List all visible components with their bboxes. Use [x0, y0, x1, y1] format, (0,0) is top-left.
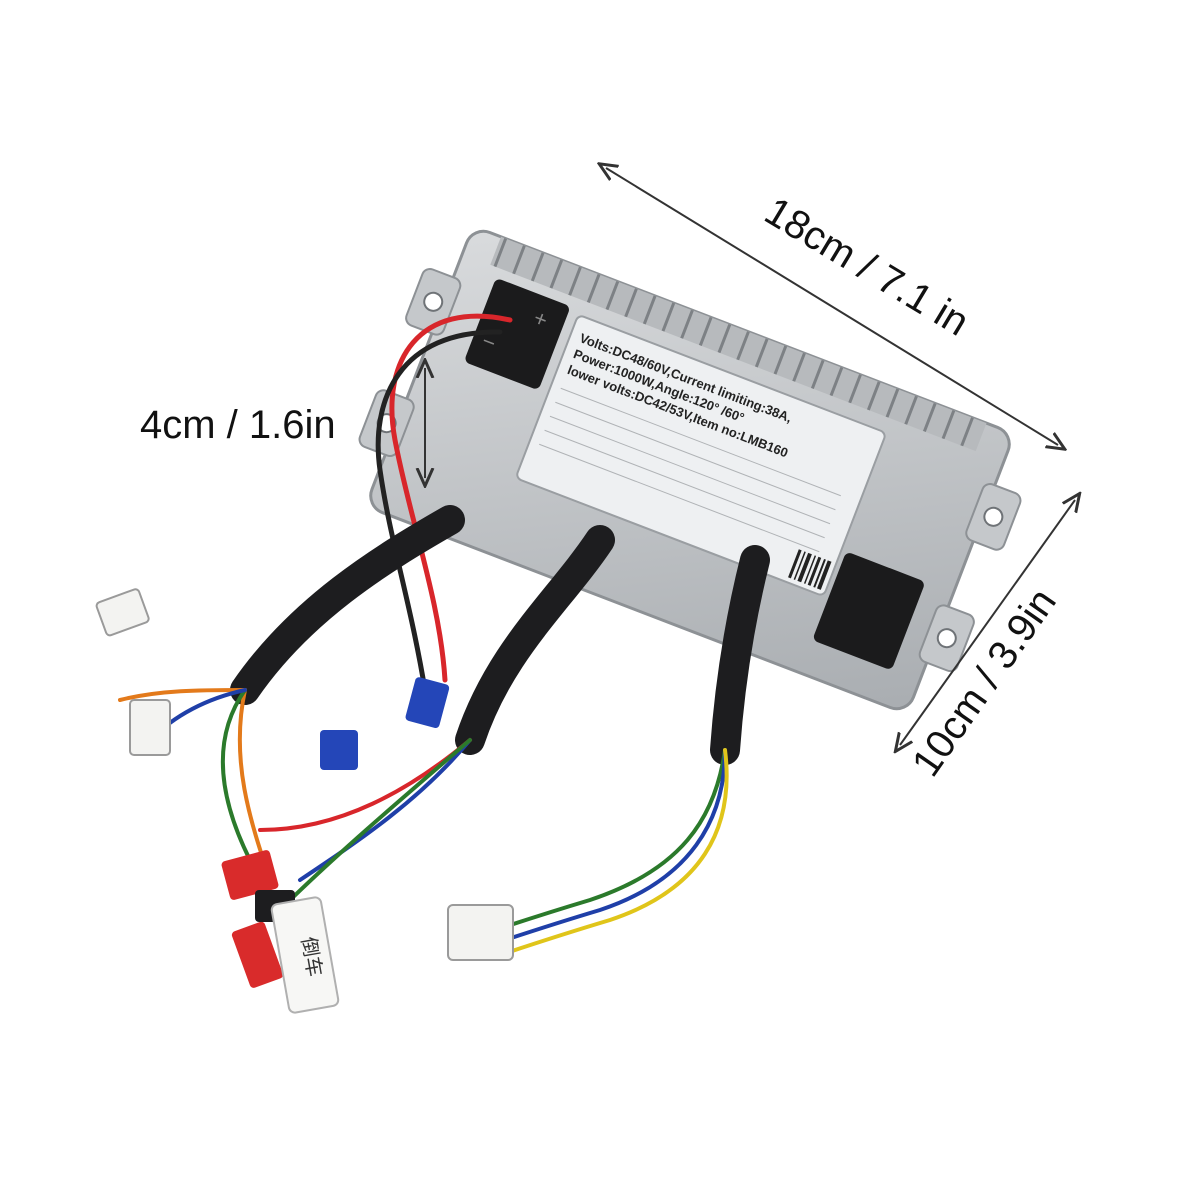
red-power-lead	[389, 313, 513, 683]
connector-white	[95, 588, 150, 637]
connector-white	[129, 699, 171, 756]
dimension-length-text: 18cm / 7.1 in	[757, 189, 976, 345]
black-power-lead	[375, 329, 503, 693]
barcode	[788, 549, 832, 590]
sleeve-right	[710, 545, 770, 765]
connectors: 倒车	[95, 588, 514, 1014]
sleeve-middle	[455, 525, 615, 755]
capacitor-block-left	[465, 279, 569, 389]
connector-red	[221, 850, 279, 900]
connector-blue	[405, 677, 450, 728]
dimension-height: 4cm / 1.6in	[140, 368, 425, 478]
connector-white-plug	[447, 904, 514, 961]
connector-blue	[320, 730, 358, 770]
reverse-tag	[270, 896, 340, 1014]
wiring-harness	[118, 313, 770, 957]
mount-hole	[423, 291, 444, 312]
dimension-height-text: 4cm / 1.6in	[140, 403, 336, 447]
sleeve-left	[230, 505, 465, 705]
connector-red	[231, 921, 284, 988]
